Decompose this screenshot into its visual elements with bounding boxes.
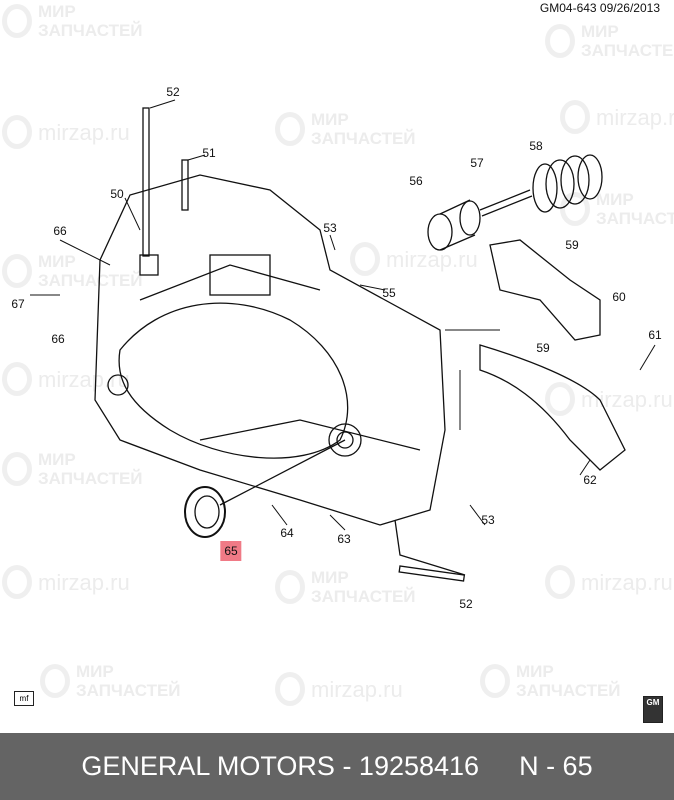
watermark-text: МИР [311, 568, 349, 587]
watermark-text: mirzap.ru [596, 104, 674, 130]
diagram-reference: GM04-643 09/26/2013 [539, 1, 660, 15]
watermark: mirzap.ru [350, 242, 478, 276]
pin-icon [560, 192, 590, 226]
watermark-text: ЗАПЧАСТЕЙ [38, 271, 143, 290]
watermark-text: mirzap.ru [581, 386, 673, 412]
watermark-text: mirzap.ru [311, 676, 403, 702]
callout-60[interactable]: 60 [612, 290, 626, 304]
pin-icon [350, 242, 380, 276]
mf-logo: mf [14, 691, 34, 706]
watermark-text: МИР [38, 252, 76, 271]
callout-57[interactable]: 57 [470, 156, 484, 170]
callout-67[interactable]: 67 [11, 297, 25, 311]
seal-65 [184, 439, 346, 538]
pin-icon [275, 112, 305, 146]
watermark: mirzap.ru [545, 565, 673, 599]
watermark-text: mirzap.ru [581, 569, 673, 595]
watermark-text: МИР [38, 450, 76, 469]
pin-icon [545, 382, 575, 416]
bracket-60 [489, 239, 601, 341]
callout-65-highlighted[interactable]: 65 [220, 541, 242, 561]
watermark: mirzap.ru [2, 362, 130, 396]
footer-bar: GENERAL MOTORS - 19258416 N - 65 [0, 733, 674, 800]
callout-56[interactable]: 56 [409, 174, 423, 188]
pin-icon [275, 672, 305, 706]
callout-66[interactable]: 66 [53, 224, 67, 238]
callout-62[interactable]: 62 [583, 473, 597, 487]
watermark-text: mirzap.ru [38, 366, 130, 392]
callout-51[interactable]: 51 [202, 146, 216, 160]
stud-52-bottom [394, 519, 466, 582]
bolt-51 [181, 159, 189, 211]
watermark-text: mirzap.ru [38, 119, 130, 145]
spring-58 [532, 154, 603, 213]
watermark-text: МИР [76, 662, 114, 681]
callout-52[interactable]: 52 [459, 597, 473, 611]
pin-icon [2, 362, 32, 396]
pin-icon [275, 570, 305, 604]
leader-lines [30, 99, 656, 531]
callout-63[interactable]: 63 [337, 532, 351, 546]
callout-58[interactable]: 58 [529, 139, 543, 153]
bolt-57 [479, 189, 533, 217]
callout-53[interactable]: 53 [481, 513, 495, 527]
pin-icon [2, 254, 32, 288]
pin-icon [545, 24, 575, 58]
pin-icon [560, 100, 590, 134]
watermark-text: МИР [516, 662, 554, 681]
watermark-text: МИР [596, 190, 634, 209]
watermark-text: ЗАПЧАСТЕЙ [516, 681, 621, 700]
shield-62 [479, 344, 626, 471]
watermark: mirzap.ru [2, 565, 130, 599]
watermark: mirzap.ru [275, 672, 403, 706]
pin-icon [2, 565, 32, 599]
watermark-text: ЗАПЧАСТЕЙ [38, 21, 143, 40]
pin-icon [480, 664, 510, 698]
piston-56 [427, 199, 481, 251]
exploded-parts-diagram [30, 99, 656, 582]
callout-50[interactable]: 50 [110, 187, 124, 201]
callout-52[interactable]: 52 [166, 85, 180, 99]
pin-icon [545, 565, 575, 599]
watermark-text: ЗАПЧАСТЕЙ [76, 681, 181, 700]
callout-61[interactable]: 61 [648, 328, 662, 342]
watermark: mirzap.ru [560, 100, 674, 134]
watermark-text: mirzap.ru [386, 246, 478, 272]
stud-52-top [142, 107, 150, 257]
callout-59[interactable]: 59 [565, 238, 579, 252]
watermark-text: МИР [581, 22, 619, 41]
watermark-text: ЗАПЧАСТЕЙ [311, 587, 416, 606]
watermark-text: mirzap.ru [38, 569, 130, 595]
pin-icon [2, 4, 32, 38]
watermark-text: ЗАПЧАСТЕЙ [596, 209, 674, 228]
callout-66[interactable]: 66 [51, 332, 65, 346]
pin-icon [2, 452, 32, 486]
pin-icon [2, 115, 32, 149]
watermark-text: МИР [311, 110, 349, 129]
pin-icon [40, 664, 70, 698]
watermark: mirzap.ru [2, 115, 130, 149]
callout-59[interactable]: 59 [536, 341, 550, 355]
watermark-text: ЗАПЧАСТЕЙ [311, 129, 416, 148]
diagram-position: N - 65 [519, 751, 593, 781]
watermark-text: ЗАПЧАСТЕЙ [581, 41, 674, 60]
transmission-housing [94, 174, 446, 526]
watermark-text: ЗАПЧАСТЕЙ [38, 469, 143, 488]
callout-53[interactable]: 53 [323, 221, 337, 235]
watermark: mirzap.ru [545, 382, 673, 416]
gm-logo: GM [643, 696, 663, 723]
callout-55[interactable]: 55 [382, 286, 396, 300]
watermark-text: МИР [38, 2, 76, 21]
callout-64[interactable]: 64 [280, 526, 294, 540]
part-title: GENERAL MOTORS - 19258416 [81, 751, 480, 781]
